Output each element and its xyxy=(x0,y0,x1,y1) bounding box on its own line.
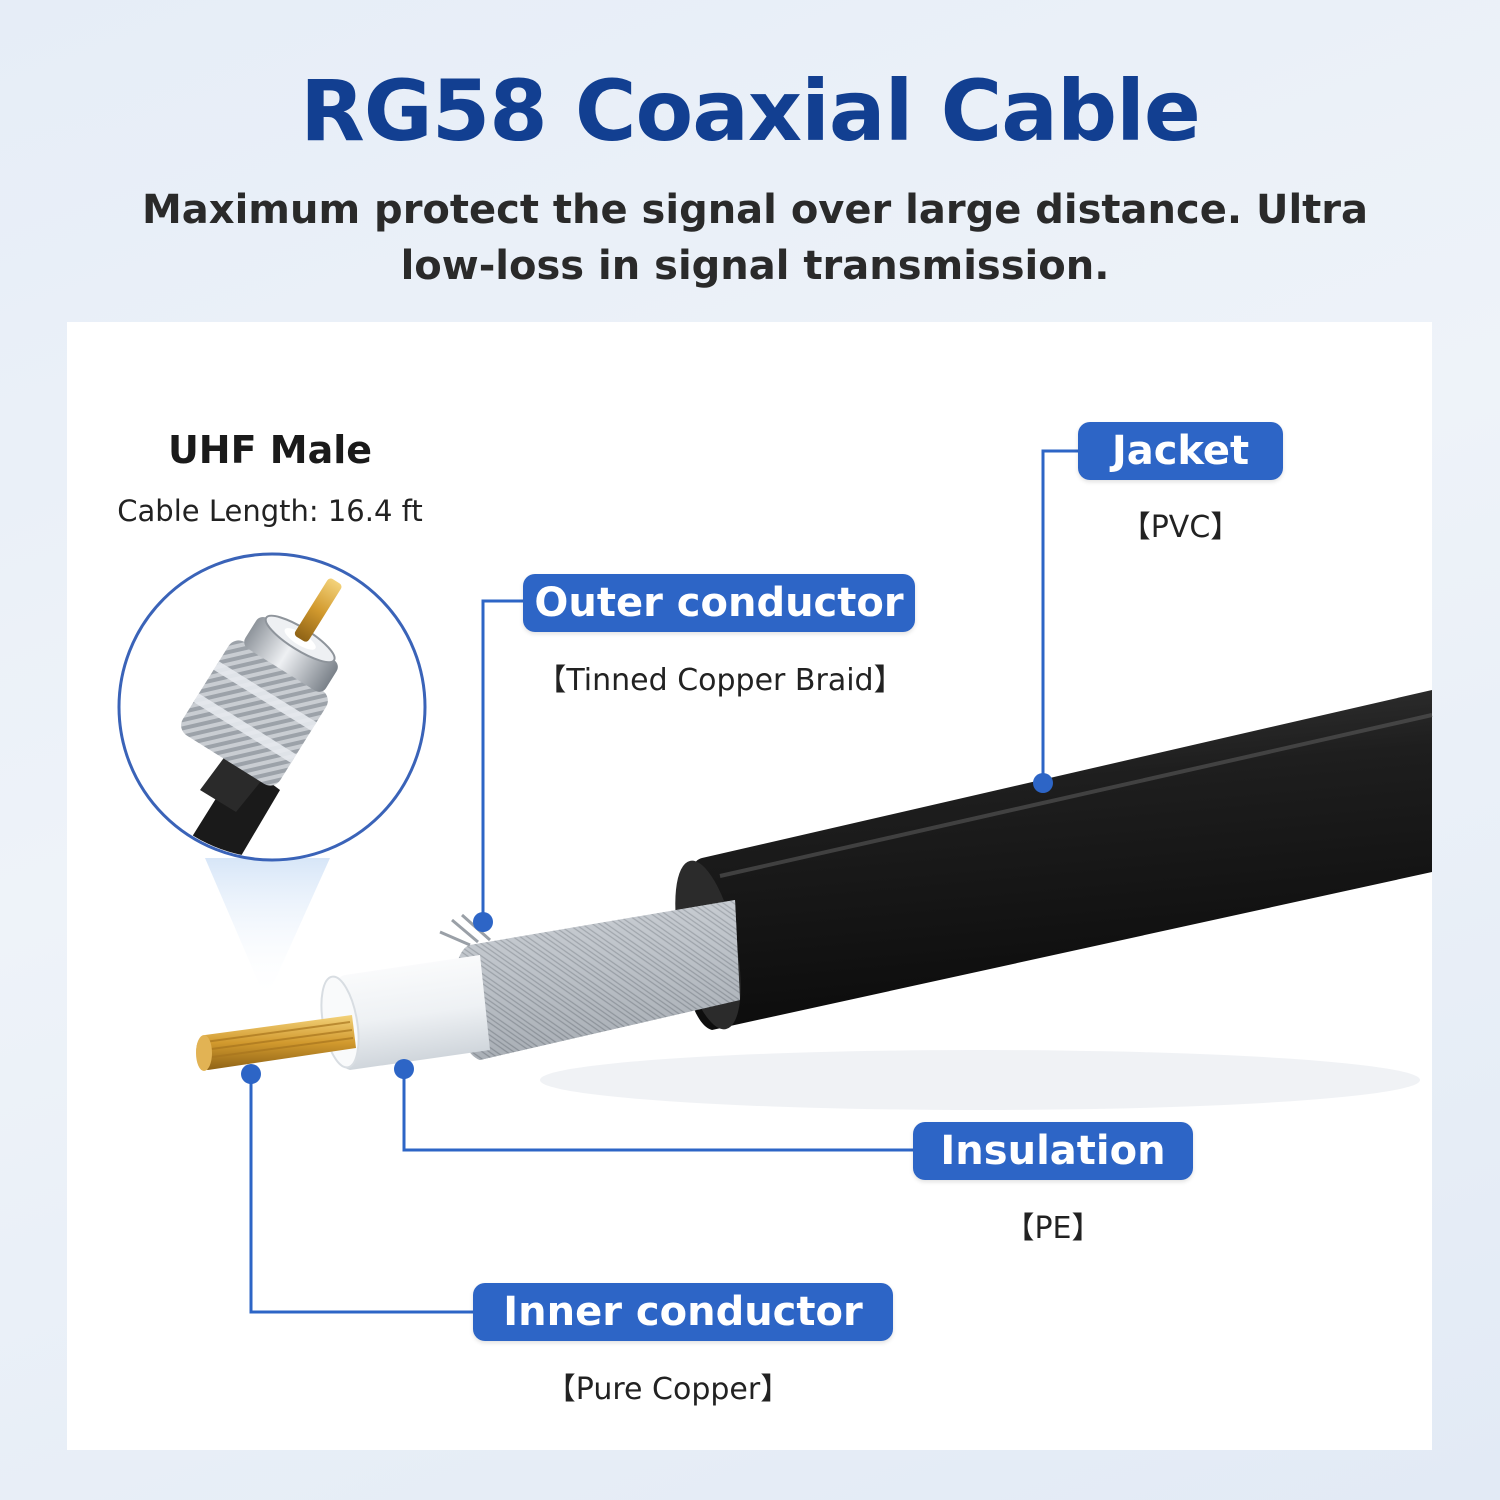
inner-conductor-dot xyxy=(241,1064,261,1084)
leader-dots xyxy=(241,773,1053,1084)
cable-braid xyxy=(439,900,740,1060)
jacket-material: 【PVC】 xyxy=(1120,510,1241,545)
inner-conductor-material: 【Pure Copper】 xyxy=(545,1372,791,1407)
inner-conductor-leader-line xyxy=(249,1074,475,1314)
insulation-material: 【PE】 xyxy=(1004,1211,1102,1246)
zoom-cone xyxy=(205,858,330,1000)
jacket-label: Jacket xyxy=(1078,422,1283,480)
leader-lines xyxy=(249,449,1080,1314)
cable-inner-conductor xyxy=(196,1015,356,1071)
cable-jacket xyxy=(675,690,1433,1030)
page-subtitle: Maximum protect the signal over large di… xyxy=(141,187,1368,289)
connector-title: UHF Male xyxy=(167,428,373,472)
outer-conductor-dot xyxy=(473,912,493,932)
cable-insulation xyxy=(320,955,490,1070)
outer-conductor-label: Outer conductor xyxy=(523,574,915,632)
jacket-dot xyxy=(1033,773,1053,793)
jacket-leader-line xyxy=(1041,449,1080,783)
outer-conductor-material: 【Tinned Copper Braid】 xyxy=(536,663,904,698)
insulation-leader-line xyxy=(402,1069,915,1152)
insulation-label: Insulation xyxy=(913,1122,1193,1180)
page-title: RG58 Coaxial Cable xyxy=(300,62,1201,160)
insulation-dot xyxy=(394,1059,414,1079)
outer-conductor-leader-line xyxy=(481,599,525,922)
inner-conductor-label: Inner conductor xyxy=(473,1283,893,1341)
cable-length-text: Cable Length: 16.4 ft xyxy=(117,494,423,528)
uhf-connector-zoom xyxy=(117,552,427,862)
